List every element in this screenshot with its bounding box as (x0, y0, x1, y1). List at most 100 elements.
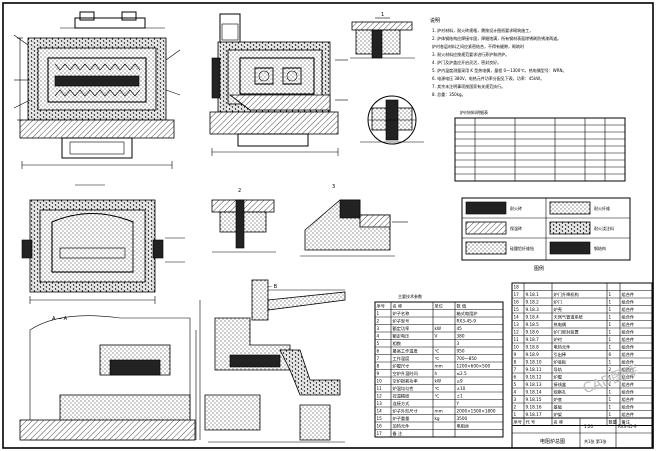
table-header-cell: 数 值 (457, 303, 467, 310)
table-cell: V (435, 334, 438, 339)
table-cell: 额定功率 (393, 325, 410, 332)
table-cell: ±1 (457, 394, 464, 399)
table-cell: 基础 (554, 404, 562, 411)
legend-swatch (465, 241, 507, 255)
table-cell: 17 (377, 431, 383, 436)
table-cell: 1 (609, 390, 612, 395)
table-cell: 9.18.17 (526, 412, 542, 417)
table-cell: 炉壳 (554, 306, 563, 313)
table-cell: 17 (514, 292, 520, 297)
table-cell: 12 (377, 394, 383, 399)
section-b-label: B — B (262, 284, 278, 290)
table-cell: ≤9 (457, 379, 464, 384)
legend-swatch (549, 241, 591, 255)
table-cell: 3500 (457, 416, 468, 421)
table-cell: 最高工作温度 (393, 348, 419, 355)
legend-swatch (549, 221, 591, 235)
table-cell: ℃ (435, 349, 440, 354)
table-cell: 1 (514, 412, 517, 417)
table-cell: 组合件 (622, 411, 635, 418)
legend-title: 图例 (534, 265, 544, 272)
table-cell: 9.18.3 (526, 307, 540, 312)
table-cell: 组合件 (622, 366, 635, 373)
notes-block: 说明 1. 炉衬材料，耐火砖规格，需按设计图纸要求砌筑施工， 2. 炉体钢结构应… (430, 17, 566, 97)
table-header-cell: 数量 (609, 419, 617, 426)
table-cell: ±10 (457, 386, 466, 391)
table-cell: 14 (377, 409, 383, 414)
tech-table-title: 主要技术参数 (398, 293, 422, 299)
legend-label: 保温砖 (510, 225, 522, 231)
table-cell: ℃ (435, 386, 440, 391)
table-cell: 950 (457, 349, 465, 354)
table-cell: 1 (609, 322, 612, 327)
table-cell: 导轨 (554, 366, 563, 373)
detail-3-view: 3 (300, 184, 408, 257)
table-cell: 组合件 (622, 299, 635, 306)
table-cell: 炉膛 (554, 374, 562, 381)
table-cell: 电热元件 (554, 344, 571, 351)
table-cell: 加热元件 (393, 423, 410, 430)
table-cell: 箱式电阻炉 (457, 310, 478, 317)
note-line: 2. 炉体钢结构应焊接牢固，焊缝饱满，所有钢材表面除锈刷防锈漆两道。 (432, 35, 561, 41)
note-line: 7. 其余未注明事项按国家有关规范执行。 (432, 83, 505, 89)
table-cell: 9.18.15 (526, 397, 542, 402)
legend-swatch (465, 221, 507, 235)
table-cell: h (435, 371, 438, 376)
table-cell: 9.18.12 (526, 375, 542, 380)
material-table-frame (454, 117, 626, 182)
table-header-cell: 序号 (514, 419, 522, 426)
table-cell: 1 (609, 412, 612, 417)
table-header-cell: 备注 (622, 419, 631, 426)
legend: 耐火砖 耐火纤维 保温砖 耐火浇注料 硅酸铝纤维毡 钢结构 图例 (461, 197, 631, 272)
table-cell: ℃ (435, 394, 440, 399)
table-cell: 1200×600×500 (457, 364, 491, 369)
table-cell: 炉底 (554, 396, 562, 403)
table-cell: 1 (609, 337, 612, 342)
table-cell: 1 (609, 360, 612, 365)
view-section-a: A — A (19, 315, 197, 441)
table-cell: 炉温均匀性 (393, 385, 414, 392)
table-cell: 额定电压 (393, 333, 410, 340)
table-cell: 1 (609, 382, 612, 387)
section-a-label: A — A (52, 316, 68, 322)
table-cell: kW (435, 379, 442, 384)
table-cell: RX3-45-9 (457, 319, 477, 324)
table-cell: 13 (377, 401, 383, 406)
table-cell: 炉衬 (554, 336, 562, 343)
table-cell: 炉门升降机构 (554, 291, 579, 298)
table-cell: 炉底板 (554, 359, 567, 366)
view-plan-section (21, 184, 185, 304)
table-cell: 4 (514, 390, 517, 395)
table-cell: 9.18.9 (526, 352, 540, 357)
table-cell: 1 (609, 405, 612, 410)
title-block: 电阻炉总图 RX3-45-9 1:20 共1张 第1张 (511, 417, 653, 449)
table-cell: 1 (609, 330, 612, 335)
table-cell: 炉门密封装置 (554, 329, 579, 336)
detail-circle-view (360, 95, 424, 145)
table-cell: 组合件 (622, 291, 635, 298)
table-cell: Y (456, 401, 460, 406)
detail-2-label: 2 (238, 188, 241, 194)
drawing-sheet: 共1张 第1张 (584, 438, 606, 444)
legend-swatch (465, 201, 507, 215)
table-cell: 组合件 (622, 404, 635, 411)
table-cell: 6 (377, 349, 380, 354)
note-line: 1. 炉衬材料，耐火砖规格，需按设计图纸要求砌筑施工， (432, 27, 533, 33)
table-cell: ℃ (435, 356, 440, 361)
table-cell: 45 (457, 326, 463, 331)
table-cell: 热电偶 (554, 321, 567, 328)
table-cell: 1 (609, 345, 612, 350)
material-table: 炉衬材料明细表 (454, 109, 626, 182)
table-cell: 组合件 (622, 344, 635, 351)
notes-heading: 说明 (430, 17, 440, 24)
table-cell: 9 (377, 371, 380, 376)
table-cell: 相数 (393, 340, 402, 347)
table-cell: 备 注 (393, 430, 404, 437)
table-cell: 9.18.10 (526, 360, 542, 365)
table-cell: 炉架 (554, 411, 562, 418)
table-cell: 6 (514, 375, 517, 380)
legend-label: 耐火砖 (510, 205, 522, 211)
table-cell: 组合件 (622, 381, 635, 388)
